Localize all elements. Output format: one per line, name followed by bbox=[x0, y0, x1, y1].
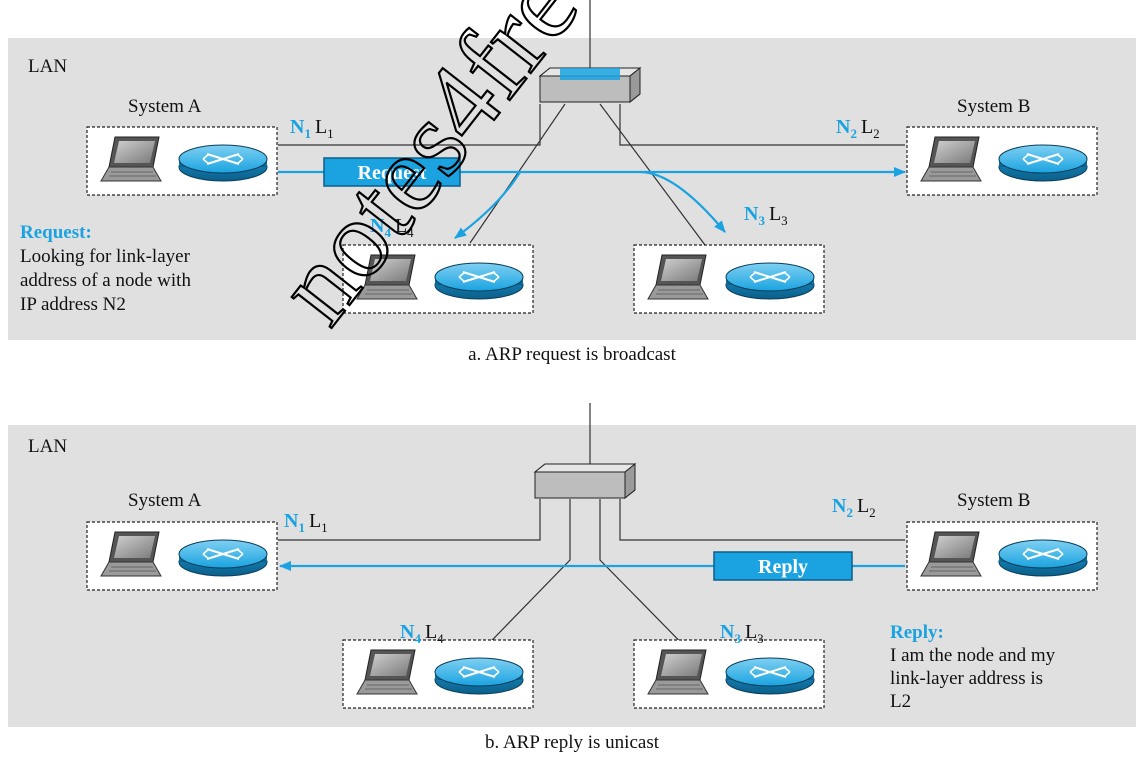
host-system-a-b bbox=[86, 521, 278, 591]
request-packet bbox=[323, 157, 461, 187]
request-note-line-1: Looking for link-layer bbox=[20, 246, 191, 267]
host-system-a-a bbox=[86, 126, 278, 196]
system-b-label-b: System B bbox=[957, 490, 1030, 511]
reply-packet bbox=[713, 551, 853, 581]
caption-a: a. ARP request is broadcast bbox=[468, 344, 676, 365]
system-b-label-a: System B bbox=[957, 96, 1030, 117]
host-n3-b bbox=[633, 639, 825, 709]
reply-note-line-3: L2 bbox=[890, 691, 911, 712]
reply-note-title: Reply: bbox=[890, 622, 944, 643]
switch-a-highlight bbox=[560, 68, 620, 80]
reply-note-line-2: link-layer address is bbox=[890, 668, 1043, 689]
host-system-b-a bbox=[906, 126, 1098, 196]
request-note-line-3: IP address N2 bbox=[20, 294, 126, 315]
lan-b-label: LAN bbox=[28, 436, 67, 457]
wires-b bbox=[278, 403, 905, 668]
request-note-title: Request: bbox=[20, 222, 92, 243]
reply-note-line-1: I am the node and my bbox=[890, 645, 1056, 666]
request-note-line-2: address of a node with bbox=[20, 270, 191, 291]
host-n4-b bbox=[342, 639, 534, 709]
reply-packet-label: Reply bbox=[758, 556, 808, 578]
host-system-b-b bbox=[906, 521, 1098, 591]
lan-a-label: LAN bbox=[28, 56, 67, 77]
host-n3-a bbox=[633, 244, 825, 314]
caption-b: b. ARP reply is unicast bbox=[485, 732, 660, 753]
system-a-label-b: System A bbox=[128, 490, 202, 511]
system-a-label-a: System A bbox=[128, 96, 202, 117]
switch-b bbox=[534, 463, 636, 499]
request-packet-label: Request bbox=[358, 162, 427, 184]
